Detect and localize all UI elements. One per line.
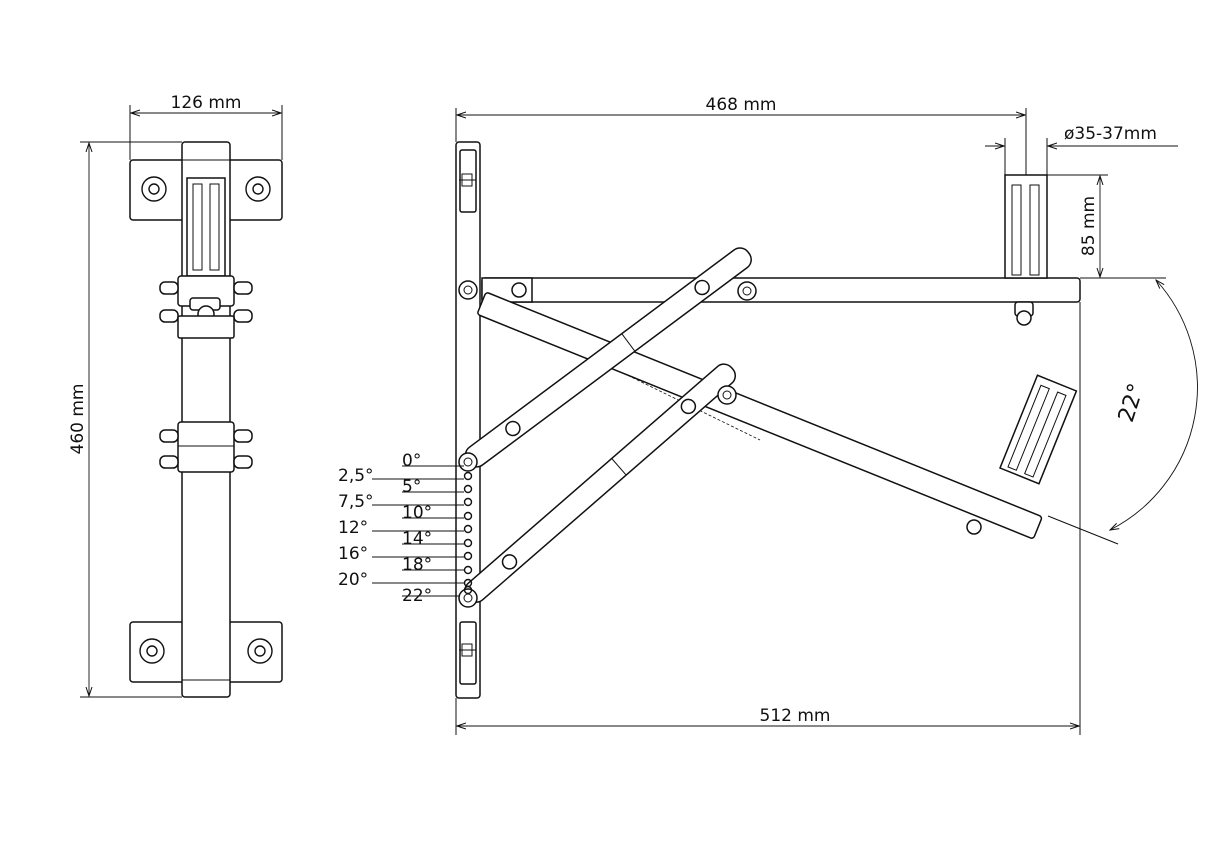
horizontal-arm [481,277,1081,303]
screw-hole [247,638,273,664]
side-view: 2,5° 7,5° 12° 16° 20° 0° 5° 10° 14° 18° … [338,95,1198,735]
tilt-label-16: 16° [338,544,368,564]
height-front-label: 460 mm [68,384,88,455]
screw-hole [141,176,167,202]
front-view: 126 mm 460 mm [68,93,283,698]
screw-hole [245,176,271,202]
pipe-diameter-label: ø35-37mm [1064,124,1157,144]
tilt-label-12: 12° [338,518,368,538]
extended-depth-label: 512 mm [760,706,831,726]
pipe-clamp [1004,174,1048,279]
clamp-height-label: 85 mm [1079,196,1099,256]
depth-label: 468 mm [706,95,777,115]
lower-brace [464,363,737,603]
screw-hole [139,638,165,664]
wall-plate [455,141,481,699]
tilt-label-5: 5° [402,477,421,497]
tilt-label-7-5: 7,5° [338,492,374,512]
tilt-label-2-5: 2,5° [338,466,374,486]
adjustment-holes [463,471,473,595]
tilt-label-14: 14° [402,529,432,549]
tilt-angle-label: 22° [1114,381,1150,426]
tilt-label-10: 10° [402,503,432,523]
tilt-label-0: 0° [402,451,421,471]
tilt-label-18: 18° [402,555,432,575]
width-front-label: 126 mm [171,93,242,113]
tilt-label-20: 20° [338,570,368,590]
tilt-label-22: 22° [402,586,432,606]
